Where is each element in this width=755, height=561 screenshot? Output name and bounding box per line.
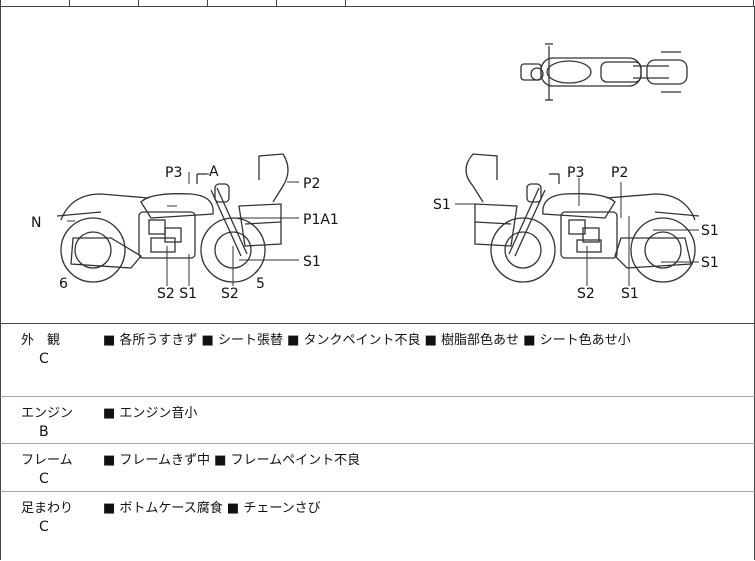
condition-row-frame: フレーム C ■ フレームきず中 ■ フレームペイント不良 <box>0 444 755 492</box>
condition-category: 足まわり <box>21 501 74 516</box>
condition-row-suspension: 足まわり C ■ ボトムケース腐食 ■ チェーンさび <box>0 492 755 560</box>
label-s1-right-bottom: S1 <box>621 286 639 302</box>
condition-category: エンジン <box>21 406 74 421</box>
label-6: 6 <box>59 276 68 292</box>
label-s1-right-left: S1 <box>433 197 451 213</box>
label-s2-right: S2 <box>577 286 595 302</box>
condition-notes: ■ 各所うすきず ■ シート張替 ■ タンクペイント不良 ■ 樹脂部色あせ ■ … <box>103 333 631 348</box>
condition-notes: ■ ボトムケース腐食 ■ チェーンさび <box>103 501 321 516</box>
label-p3-left: P3 <box>165 165 182 181</box>
diagram-svg: P3 A P2 N P1A1 S1 6 S2 S1 S2 5 P3 P2 S1 … <box>31 43 719 302</box>
condition-row-exterior: 外 観 C ■ 各所うすきず ■ シート張替 ■ タンクペイント不良 ■ 樹脂部… <box>0 324 755 397</box>
condition-grade: C <box>39 519 49 535</box>
damage-diagram: P3 A P2 N P1A1 S1 6 S2 S1 S2 5 P3 P2 S1 … <box>0 6 755 324</box>
label-5: 5 <box>256 276 265 292</box>
condition-row-engine: エンジン B ■ エンジン音小 <box>0 397 755 444</box>
label-p1a1: P1A1 <box>303 212 339 228</box>
condition-notes: ■ フレームきず中 ■ フレームペイント不良 <box>103 453 361 468</box>
label-s1-left-right: S1 <box>303 254 321 270</box>
condition-category: 外 観 <box>21 333 61 348</box>
label-n: N <box>31 215 41 231</box>
leader-lines <box>67 172 699 286</box>
condition-grade: C <box>39 471 49 487</box>
top-table-row <box>0 0 755 7</box>
condition-category: フレーム <box>21 453 73 468</box>
label-s2-left: S2 <box>221 286 239 302</box>
label-a: A <box>209 164 219 180</box>
label-p3-right: P3 <box>567 165 584 181</box>
label-s1-right-upper: S1 <box>701 223 719 239</box>
label-s2s1: S2 S1 <box>157 286 197 302</box>
condition-grade: C <box>39 351 49 367</box>
right-motorcycle <box>465 153 700 283</box>
condition-notes: ■ エンジン音小 <box>103 406 198 421</box>
label-p2-right: P2 <box>611 165 628 181</box>
label-s1-right-lower: S1 <box>701 255 719 271</box>
top-view-motorcycle <box>520 43 688 101</box>
label-p2-left: P2 <box>303 176 320 192</box>
condition-grade: B <box>39 424 49 440</box>
